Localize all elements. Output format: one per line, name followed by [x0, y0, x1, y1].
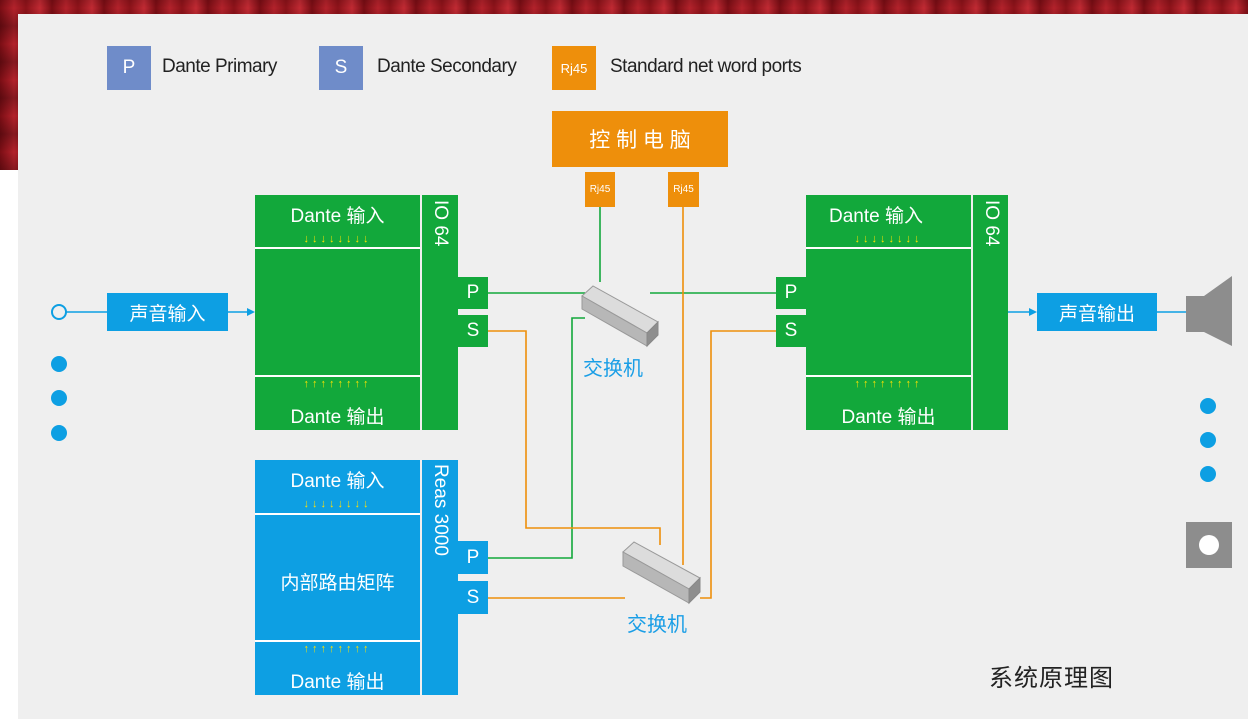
- legend-secondary-label: Dante Secondary: [377, 56, 516, 78]
- io64-left-arrows-up: ↑↑↑↑↑↑↑↑: [255, 378, 420, 390]
- legend-rj45-label: Standard net word ports: [610, 56, 801, 78]
- io64-right-main: [806, 195, 971, 430]
- reas-name: Reas 3000: [429, 464, 451, 556]
- secondary-wire-right-io: [700, 331, 778, 598]
- io64-right-port-s: S: [776, 315, 806, 347]
- diagram-caption: 系统原理图: [989, 658, 1114, 693]
- io64-left-dante-in: Dante 输入: [255, 201, 420, 228]
- legend-rj45-badge: Rj45: [552, 46, 596, 90]
- legend-secondary-badge: S: [319, 46, 363, 90]
- reas-matrix-label: 内部路由矩阵: [255, 568, 420, 595]
- reas-dante-out: Dante 输出: [255, 667, 420, 694]
- control-pc-port-left: Rj45: [585, 172, 615, 207]
- input-arrowhead: [247, 308, 255, 316]
- speaker-box-icon: [1186, 522, 1232, 568]
- io64-left-port-s: S: [458, 315, 488, 347]
- io64-right-arrows-up: ↑↑↑↑↑↑↑↑: [806, 378, 971, 390]
- io64-left-name: IO 64: [429, 200, 451, 246]
- legend-primary-badge: P: [107, 46, 151, 90]
- reas-dante-in: Dante 输入: [255, 466, 420, 493]
- speaker-cone-icon: [1199, 535, 1219, 555]
- io64-right-dante-in: Dante 输入: [806, 201, 946, 228]
- legend-primary-label: Dante Primary: [162, 56, 277, 78]
- ellipsis-dot-left-1: [51, 356, 67, 372]
- ellipsis-dot-right-1: [1200, 398, 1216, 414]
- control-pc-box: 控 制 电 脑: [552, 111, 728, 167]
- reas-port-p: P: [458, 541, 488, 574]
- io64-left-main: [255, 195, 420, 430]
- ellipsis-dot-right-3: [1200, 466, 1216, 482]
- io64-right-divider-top: [806, 247, 971, 249]
- sound-output-box: 声音输出: [1037, 293, 1157, 331]
- control-pc-port-right: Rj45: [668, 172, 699, 207]
- reas-divider-bottom: [255, 640, 420, 642]
- ellipsis-dot-right-2: [1200, 432, 1216, 448]
- reas-arrows-down: ↓↓↓↓↓↓↓↓: [255, 498, 420, 510]
- io64-left-divider-bottom: [255, 375, 420, 377]
- speaker-icon: [1186, 276, 1232, 346]
- io64-left-divider-top: [255, 247, 420, 249]
- io64-right-port-p: P: [776, 277, 806, 309]
- switch-bottom-icon: [623, 542, 700, 603]
- switch-top-icon: [582, 286, 658, 346]
- io64-right-name: IO 64: [980, 200, 1002, 246]
- input-source-circle: [52, 305, 66, 319]
- io64-right-divider-bottom: [806, 375, 971, 377]
- ellipsis-dot-left-3: [51, 425, 67, 441]
- primary-wire-reas: [488, 318, 585, 558]
- io64-left-dante-out: Dante 输出: [255, 402, 420, 429]
- io64-right-dante-out: Dante 输出: [806, 402, 971, 429]
- switch-top-label: 交换机: [583, 352, 643, 381]
- reas-arrows-up: ↑↑↑↑↑↑↑↑: [255, 643, 420, 655]
- switch-bottom-label: 交换机: [627, 608, 687, 637]
- io64-left-arrows-down: ↓↓↓↓↓↓↓↓: [255, 233, 420, 245]
- io64-left-port-p: P: [458, 277, 488, 309]
- reas-divider-top: [255, 513, 420, 515]
- ellipsis-dot-left-2: [51, 390, 67, 406]
- io64-right-arrows-down: ↓↓↓↓↓↓↓↓: [806, 233, 971, 245]
- reas-port-s: S: [458, 581, 488, 614]
- sound-input-box: 声音输入: [107, 293, 228, 331]
- output-arrowhead: [1029, 308, 1037, 316]
